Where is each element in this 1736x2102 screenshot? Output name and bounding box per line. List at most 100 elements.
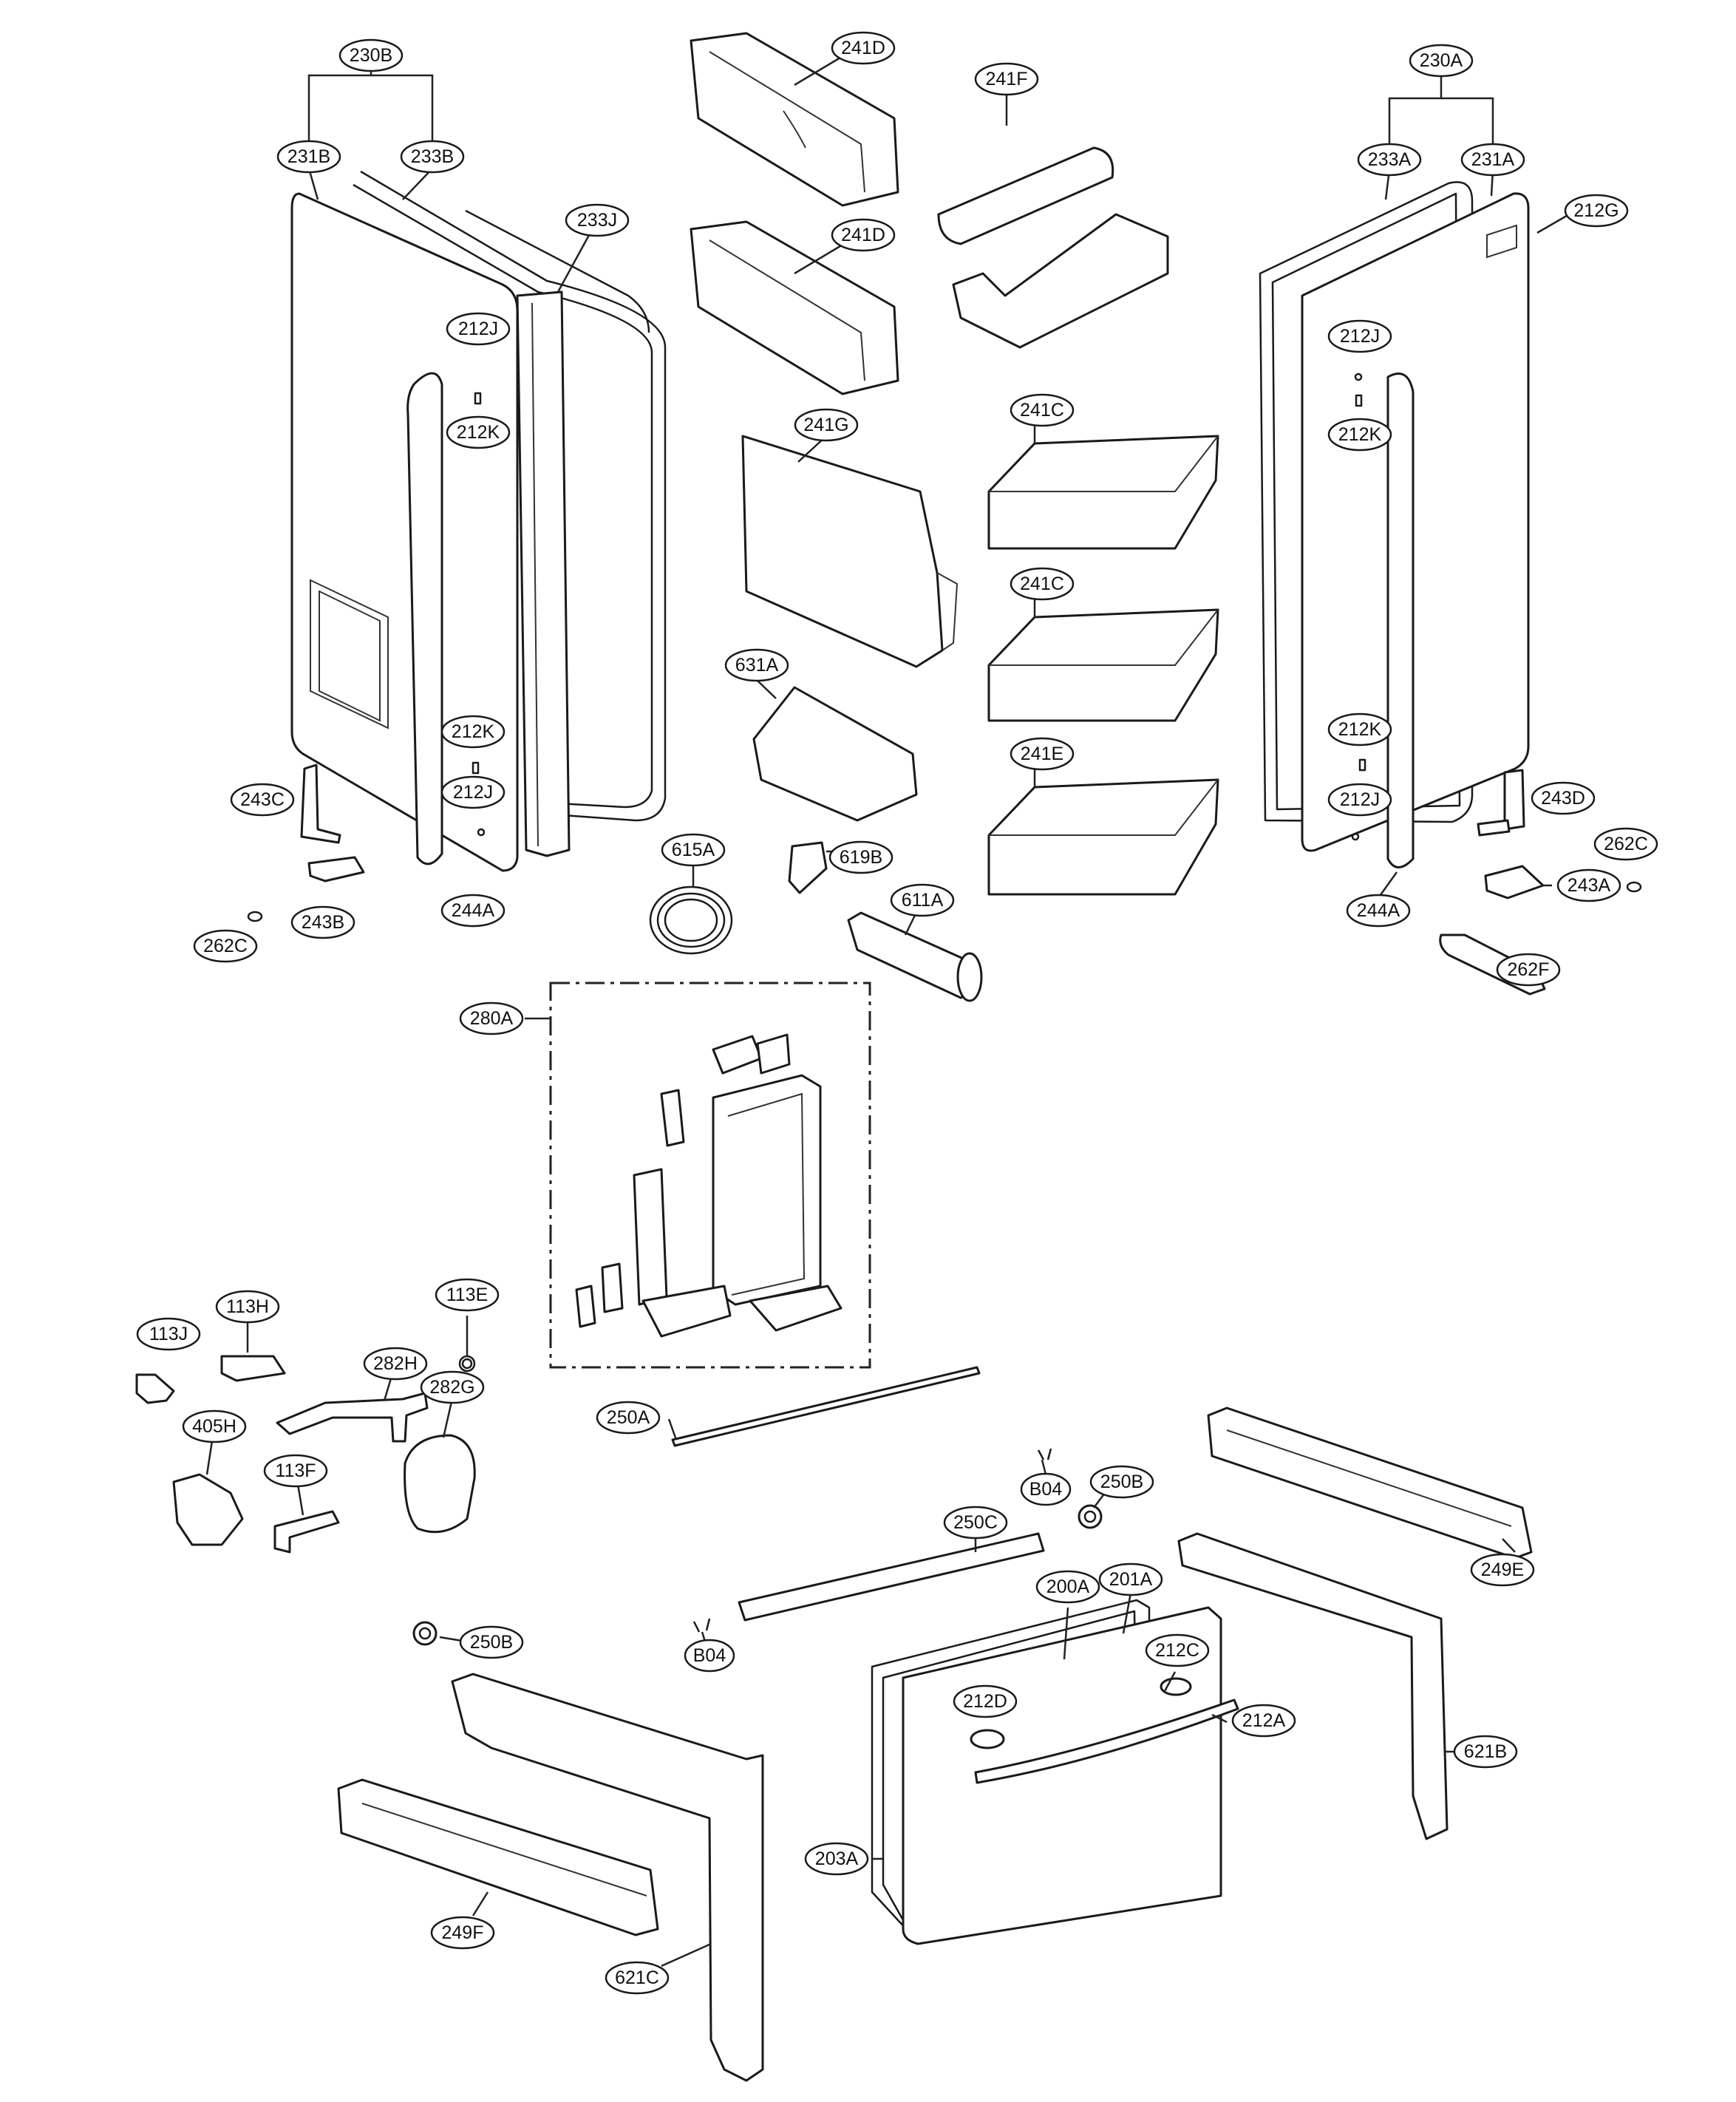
callout-text: 231A (1471, 149, 1515, 170)
callout-bubble (1409, 44, 1474, 78)
callout-bubble (724, 648, 789, 682)
callout-text: 212J (458, 319, 498, 339)
callout-bubble (1035, 1570, 1100, 1604)
callout-text: 243D (1541, 788, 1585, 809)
callout-b04: B04 (1020, 1472, 1072, 1506)
callout-text: 212J (1340, 789, 1380, 810)
callout-241f: 241F (974, 62, 1039, 96)
callout-243a: 243A (1556, 868, 1621, 902)
callout-bubble (565, 203, 630, 237)
callout-241c: 241C (1010, 393, 1075, 427)
callout-bubble (440, 775, 506, 809)
callout-bubble (684, 1639, 735, 1673)
callout-bubble (890, 883, 955, 917)
callout-text: 243B (302, 912, 344, 933)
callout-text: 212C (1155, 1640, 1199, 1661)
callout-bubble (1020, 1472, 1072, 1506)
callout-250a: 250A (596, 1401, 661, 1435)
rod-250A (671, 1366, 981, 1447)
left-door-panel (290, 192, 519, 872)
callout-280a: 280A (459, 1001, 524, 1035)
callout-bubble (1010, 567, 1075, 601)
callout-text: 280A (470, 1008, 514, 1029)
callout-230a: 230A (1409, 44, 1474, 78)
callout-212j: 212J (1327, 319, 1392, 353)
callout-bubble (831, 31, 896, 65)
callout-text: 212J (1340, 326, 1380, 347)
callout-212j: 212J (1327, 783, 1392, 817)
callout-bubble (1327, 712, 1392, 746)
callout-text: 113F (275, 1460, 316, 1481)
callout-text: 241G (803, 415, 848, 435)
callout-230b: 230B (338, 38, 404, 72)
callout-243b: 243B (290, 905, 355, 939)
callout-bubble (136, 1317, 201, 1351)
cap-282G (404, 1434, 476, 1534)
callout-bubble (430, 1916, 495, 1950)
callout-text: 212D (963, 1691, 1007, 1712)
callout-text: 113E (446, 1285, 489, 1305)
callout-250b: 250B (1089, 1465, 1154, 1499)
hinge-113H (220, 1355, 286, 1382)
dispenser-assembly-280A (575, 1033, 843, 1338)
left-door-hardware (247, 332, 486, 922)
right-door-gasket (1259, 181, 1474, 823)
callout-bubble (193, 929, 258, 963)
callout-244a: 244A (440, 894, 506, 928)
callout-text: 249E (1481, 1560, 1524, 1580)
door-bin-241E (987, 778, 1219, 896)
callout-text: 212K (457, 422, 500, 443)
callout-text: 282G (429, 1377, 474, 1398)
callout-bubble (794, 408, 859, 442)
callout-text: 230A (1420, 50, 1463, 71)
door-bin-241C-lower (987, 608, 1219, 722)
callout-text: 230B (350, 45, 392, 66)
callout-text: 262C (203, 936, 248, 956)
callout-text: 201A (1109, 1569, 1153, 1590)
callout-text: 282H (373, 1353, 418, 1374)
gear-250B-upper (1078, 1504, 1103, 1529)
rail-249E (1207, 1407, 1533, 1560)
callout-bubble (1357, 143, 1422, 177)
callout-631a: 631A (724, 648, 789, 682)
callout-bubble (828, 840, 893, 874)
callout-bubble (1460, 143, 1525, 177)
callout-212a: 212A (1231, 1704, 1296, 1738)
callout-text: 113J (149, 1324, 188, 1344)
callout-text: 233B (411, 146, 454, 167)
hinge-113J (135, 1373, 175, 1404)
callout-bubble (1327, 319, 1392, 353)
callout-bubble (1010, 737, 1075, 771)
callout-bubble (1470, 1553, 1535, 1587)
callout-bubble (1346, 894, 1411, 928)
callout-text: 631A (735, 655, 779, 676)
callout-bubble (1496, 953, 1561, 987)
callout-bubble (831, 218, 896, 252)
callout-113j: 113J (136, 1317, 201, 1351)
callout-text: B04 (1029, 1479, 1063, 1500)
callout-244a: 244A (1346, 894, 1411, 928)
callout-text: 212K (452, 721, 495, 742)
callout-249e: 249E (1470, 1553, 1535, 1587)
callout-text: 611A (902, 890, 944, 911)
callout-212c: 212C (1145, 1633, 1210, 1667)
callout-bubble (440, 894, 506, 928)
spring-113E (458, 1355, 476, 1373)
callout-bubble (435, 1278, 500, 1312)
left-door-gasket (353, 170, 667, 822)
callout-bubble (363, 1347, 428, 1381)
callout-113e: 113E (435, 1278, 500, 1312)
callout-text: 113H (226, 1296, 269, 1317)
callout-bubble (1327, 783, 1392, 817)
callout-bubble (459, 1625, 524, 1659)
callout-212g: 212G (1564, 194, 1629, 228)
callout-241c: 241C (1010, 567, 1075, 601)
callout-241e: 241E (1010, 737, 1075, 771)
bracket-621B (1177, 1532, 1449, 1840)
callout-405h: 405H (182, 1409, 247, 1443)
callout-bubble (1145, 1633, 1210, 1667)
callout-bubble (943, 1506, 1008, 1540)
callout-bubble (1089, 1465, 1154, 1499)
callout-212k: 212K (1327, 712, 1392, 746)
